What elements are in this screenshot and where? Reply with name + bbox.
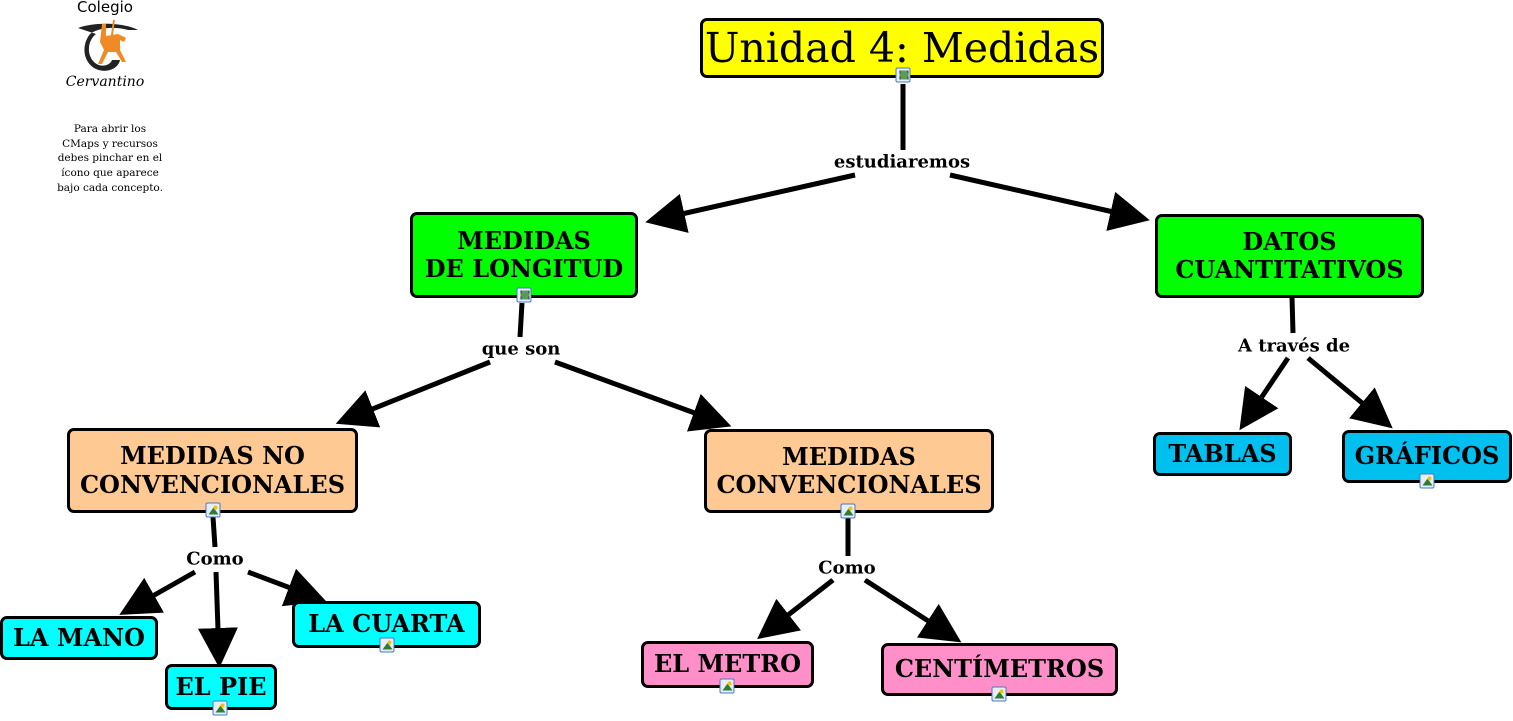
edge-atraves-graficos [1306,356,1393,429]
image-icon[interactable] [379,637,395,653]
concept-medidas-de-longitud[interactable]: MEDIDAS DE LONGITUD [410,212,638,298]
edge-longitud-queson [517,302,525,338]
logo-top-text: Colegio [77,0,133,16]
edge-como-metro [757,578,835,640]
concept-el-pie[interactable]: EL PIE [165,664,277,710]
link-phrase-como[interactable]: Como [816,557,878,579]
edge-atraves-tablas [1239,356,1291,431]
instructions-text: Para abrir los CMaps y recursos debes pi… [57,123,163,194]
concept-label: MEDIDAS NO CONVENCIONALES [79,441,346,499]
edge-queson-conv [554,359,732,432]
concept-label: TABLAS [1168,438,1277,468]
concept-la-mano[interactable]: LA MANO [0,616,158,660]
concept-label: MEDIDAS CONVENCIONALES [716,441,982,499]
concept-medidas-no-convencionales[interactable]: MEDIDAS NO CONVENCIONALES [67,428,358,513]
film-icon[interactable] [895,67,911,83]
logo-bottom-text: Cervantino [65,74,145,90]
edge-noconv-como [210,516,218,548]
image-icon[interactable] [212,700,228,716]
concept-datos-cuantitativos[interactable]: DATOS CUANTITATIVOS [1155,214,1424,298]
concept-label: EL METRO [653,649,802,679]
concept-label: CENTÍMETROS [894,654,1105,684]
concept-label: GRÁFICOS [1354,441,1500,471]
link-phrase-estudiaremos[interactable]: estudiaremos [831,151,973,173]
image-icon[interactable] [840,503,856,519]
link-phrase-a-traves-de[interactable]: A través de [1235,335,1353,357]
concept-label: Unidad 4: Medidas [704,23,1100,72]
horse-rider-icon [78,20,138,71]
edge-datos-atraves [1289,296,1296,334]
concept-label: EL PIE [175,671,267,701]
edge-como-pie [197,571,238,668]
edge-como-mano [119,569,197,615]
concept-tablas[interactable]: TABLAS [1153,432,1292,476]
edge-como-cuarta [247,568,327,607]
film-icon[interactable] [516,287,532,303]
edge-como-centimetros [863,577,962,643]
image-icon[interactable] [719,678,735,694]
concept-label: LA MANO [13,622,145,652]
image-icon[interactable] [1419,473,1435,489]
concept-label: MEDIDAS DE LONGITUD [424,225,624,283]
concept-el-metro[interactable]: EL METRO [641,641,814,688]
link-phrase-como[interactable]: Como [184,548,246,570]
concept-medidas-convencionales[interactable]: MEDIDAS CONVENCIONALES [704,429,994,513]
concept-label: DATOS CUANTITATIVOS [1175,226,1404,284]
image-icon[interactable] [205,502,221,518]
concept-unidad-4-medidas[interactable]: Unidad 4: Medidas [700,18,1104,78]
edge-estudiaremos-datos [949,172,1150,231]
edge-estudiaremos-longitud [645,172,856,233]
image-icon[interactable] [991,686,1007,702]
link-phrase-que-son[interactable]: que son [479,338,563,360]
school-logo: Colegio Cervantino [50,0,160,100]
edge-queson-noconv [335,359,491,428]
concept-label: LA CUARTA [308,609,465,639]
